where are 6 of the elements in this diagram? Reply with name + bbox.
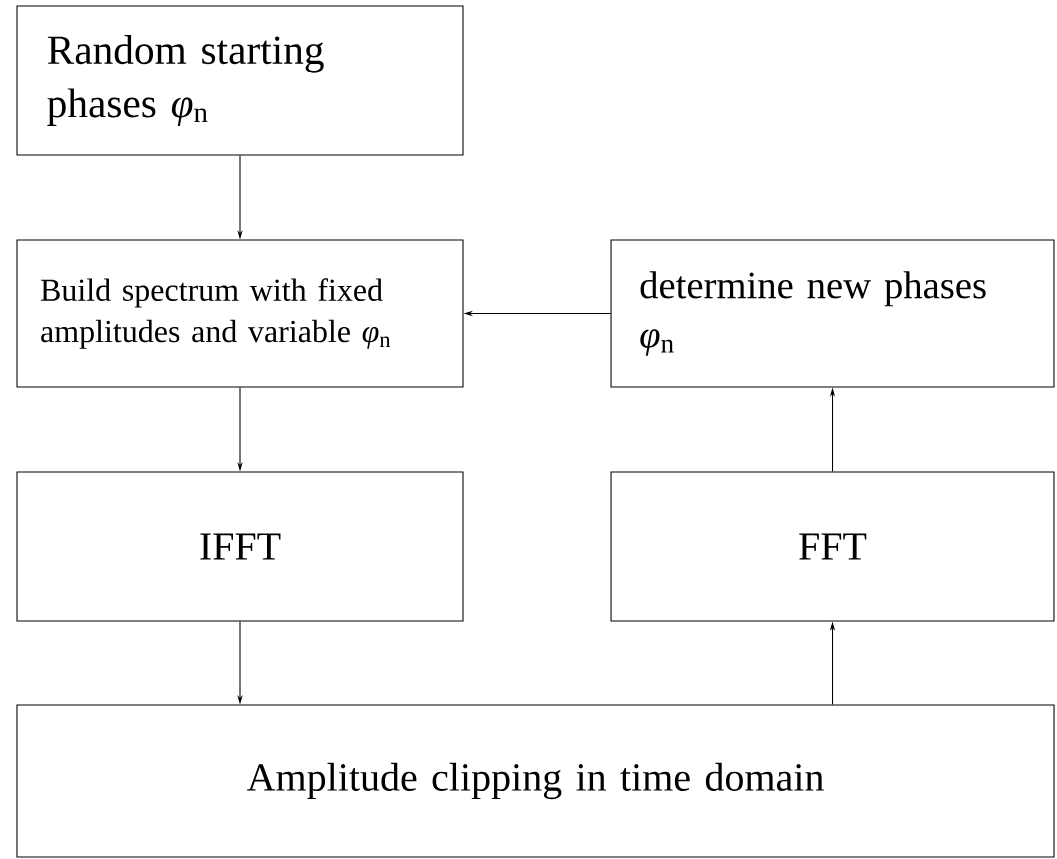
process-box: Random starting phases φ$_{n}$: [16, 5, 464, 156]
process-box: determine new phases φ$_{n}$: [610, 239, 1055, 388]
process-box: FFT: [610, 471, 1055, 622]
process-box: Build spectrum with fixed amplitudes and variable φ$_{n}$: [16, 239, 464, 388]
process-box: Amplitude clipping in time domain: [16, 704, 1055, 858]
process-box: IFFT: [16, 471, 464, 622]
